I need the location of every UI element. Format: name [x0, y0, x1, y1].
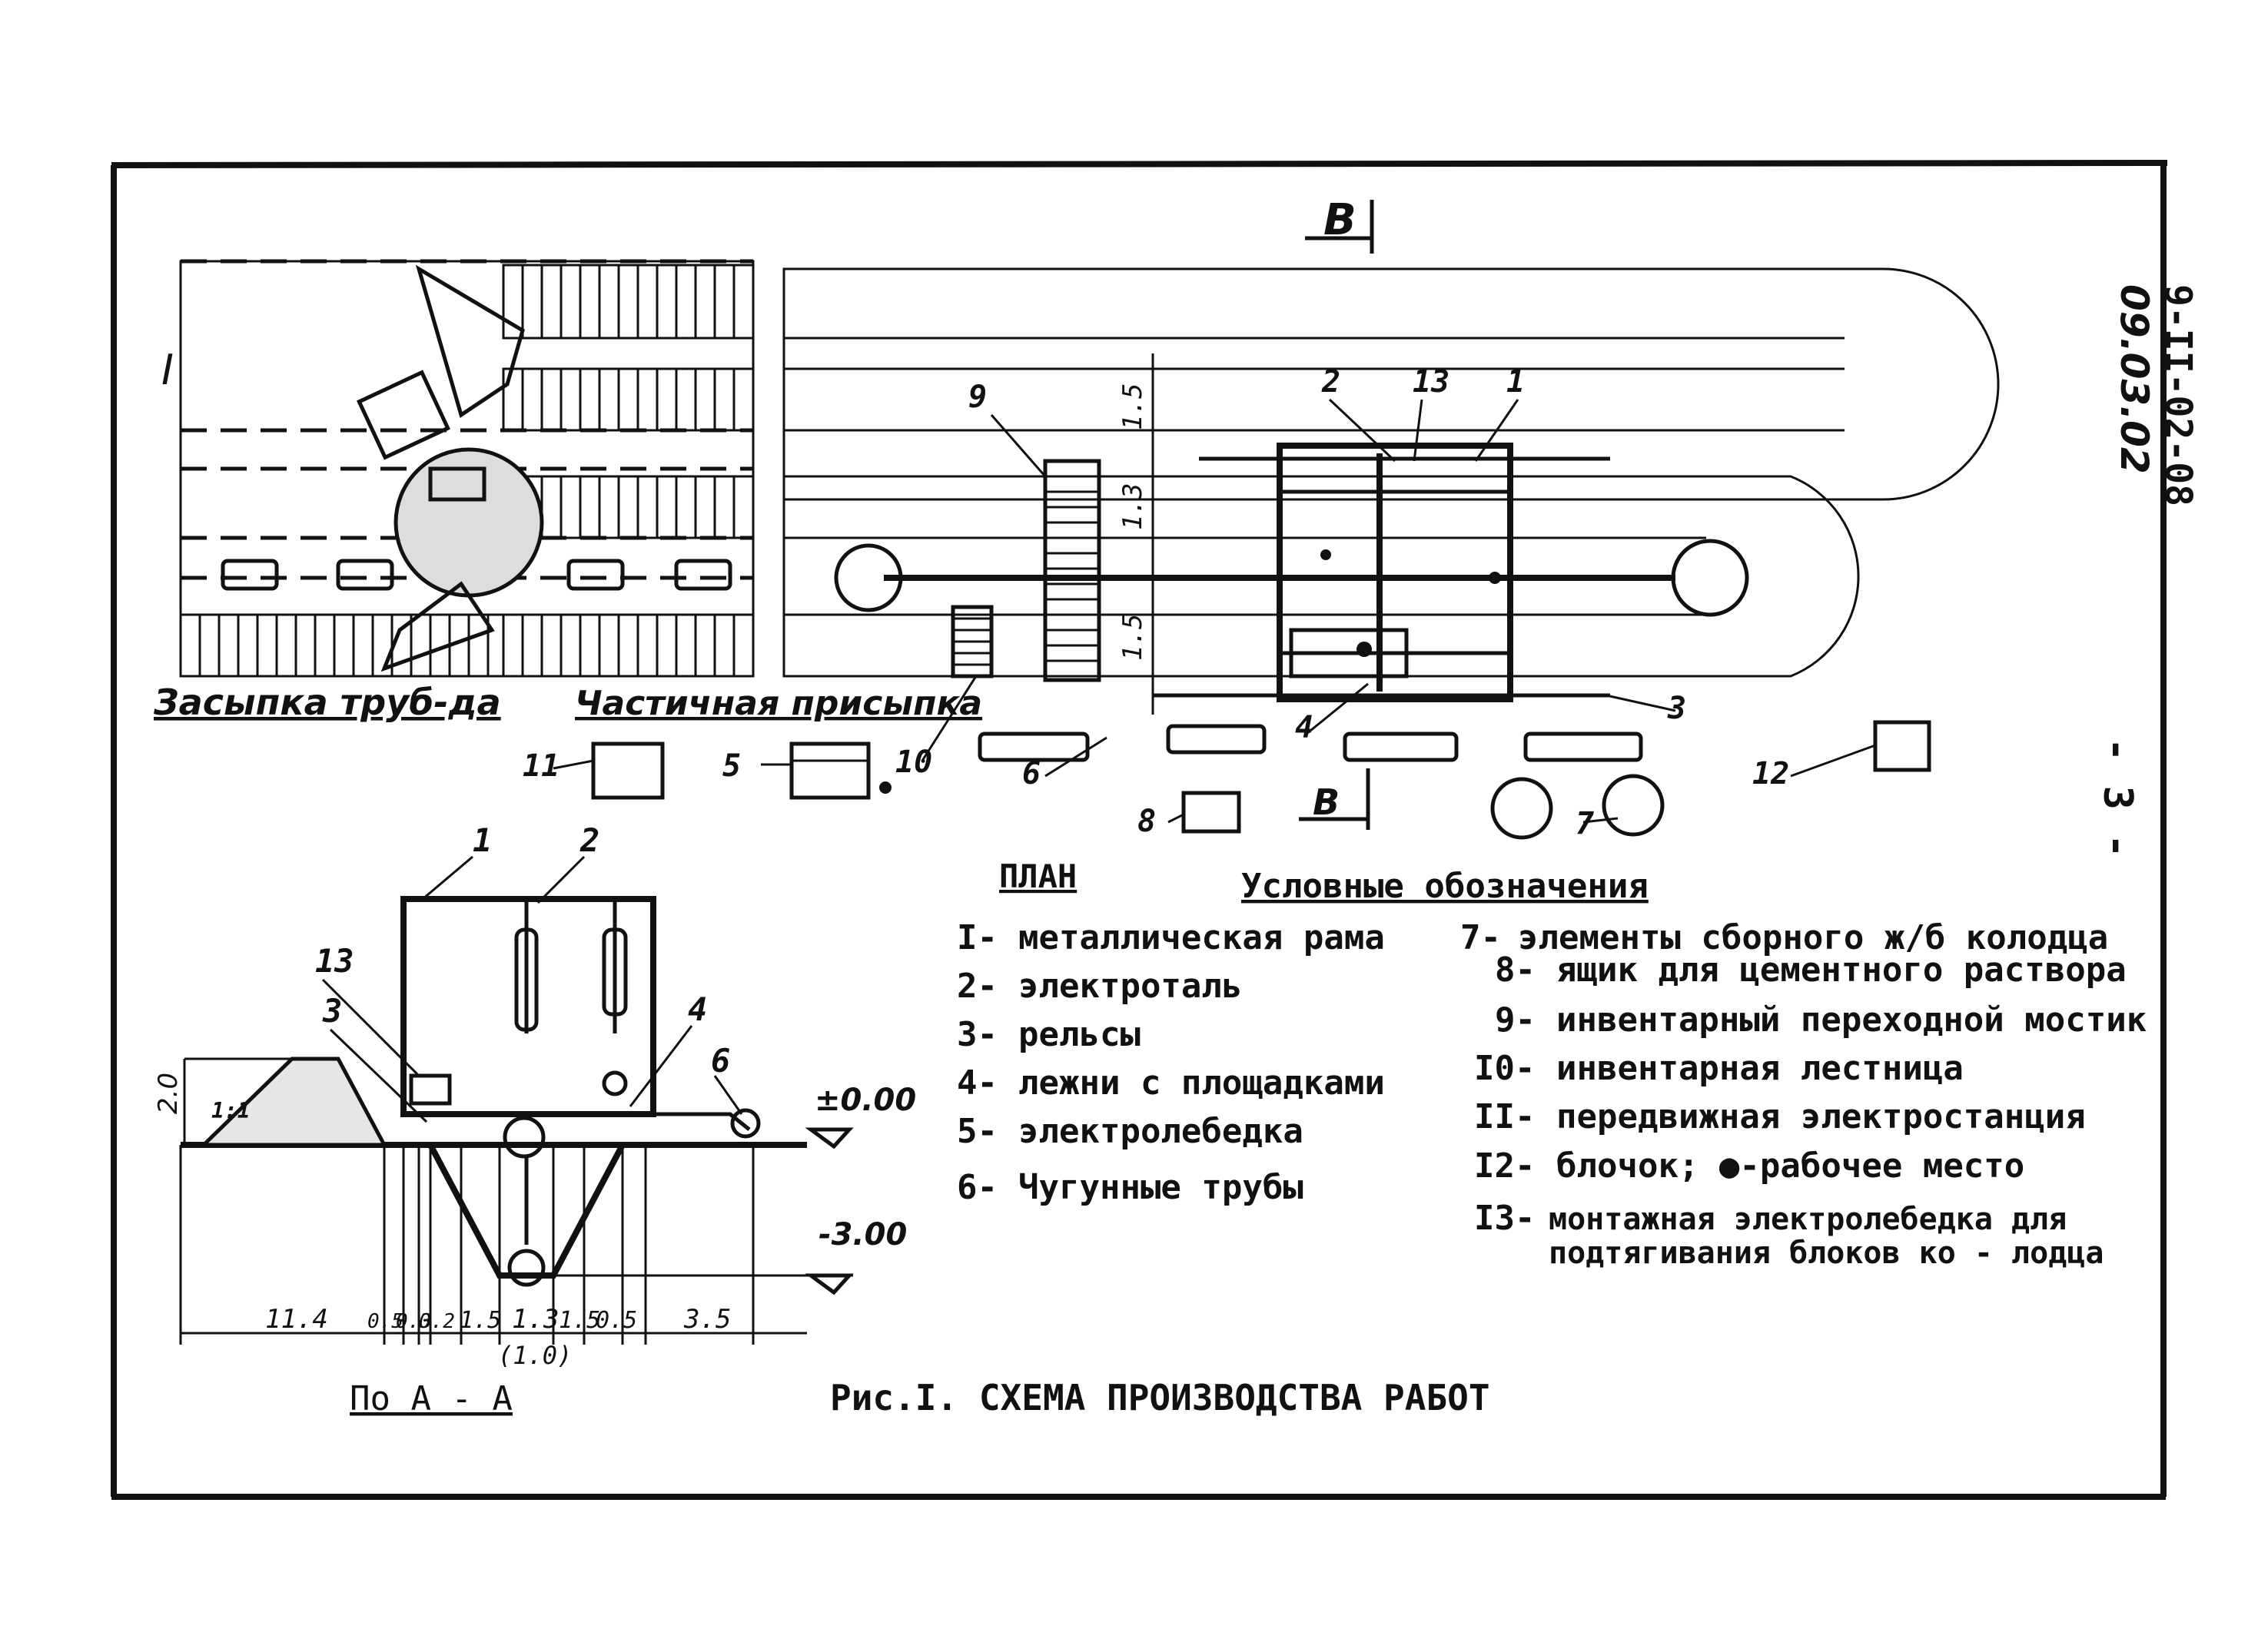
- sec-callout-6: 6: [711, 1042, 730, 1080]
- plan-dim-3: 1.5: [1117, 614, 1148, 661]
- pipes-below-plan: [978, 724, 1643, 762]
- metal-frame-icon: [1277, 443, 1513, 702]
- plan-dims: 1.5 1.3 1.5: [1117, 383, 1148, 661]
- axis-left-label: I: [161, 346, 174, 394]
- mortar-box: [1181, 791, 1241, 834]
- section-mark-bottom: В: [1313, 781, 1340, 823]
- side-code-1: 09.03.02: [2112, 284, 2157, 474]
- legend-title: Условные обозначения: [1241, 867, 1649, 906]
- legend-num-11: II-: [1474, 1097, 1535, 1136]
- page-number-block: - 3 -: [2094, 738, 2140, 858]
- width-dim-2: 0.5: [367, 1310, 403, 1333]
- height-dim: 2.0: [153, 1073, 184, 1114]
- section-callouts: 1 2 13 3 4 6 1:1: [211, 821, 730, 1123]
- legend-num-12: I2-: [1474, 1146, 1535, 1186]
- legend: Условные обозначения I- металлическая ра…: [957, 867, 2147, 1271]
- width-dim-4: 0.2: [419, 1310, 455, 1333]
- width-dim-1: 11.4: [265, 1304, 328, 1335]
- section-width-dims: 11.4 0.5 0.3 0.2 1.5 1.3 1.5 0.5 3.5 (1.…: [265, 1304, 731, 1370]
- plan-callout-5: 5: [722, 748, 741, 784]
- right-lower-strip: [782, 475, 1860, 678]
- legend-num-2: 2-: [957, 967, 998, 1006]
- workplace-dot: [879, 781, 892, 794]
- legend-num-7: 7-: [1460, 918, 1501, 957]
- plan-callout-2: 2: [1321, 364, 1340, 400]
- legend-num-6: 6-: [957, 1168, 998, 1207]
- plan-callout-8: 8: [1137, 804, 1156, 839]
- legend-text-3: рельсы: [1018, 1015, 1141, 1054]
- plan-dim-2: 1.3: [1117, 483, 1148, 530]
- legend-text-5: электролебедка: [1018, 1112, 1303, 1151]
- legend-num-9: 9-: [1495, 1000, 1536, 1040]
- legend-text-13: монтажная электролебедка для подтягивани…: [1549, 1203, 2104, 1271]
- level-top: ±0.00: [815, 1083, 916, 1118]
- label-backfill: Засыпка труб-да: [153, 682, 501, 723]
- ring-element-icon-2: [1602, 774, 1665, 837]
- winch-box: [789, 741, 871, 800]
- legend-num-3: 3-: [957, 1015, 998, 1054]
- width-dim-9: 3.5: [683, 1304, 731, 1335]
- left-pipes: [221, 559, 732, 591]
- legend-text-7: элементы сборного ж/б колодца: [1518, 918, 2108, 957]
- legend-num-13: I3-: [1474, 1199, 1535, 1238]
- legend-text-11: передвижная электростанция: [1556, 1097, 2086, 1136]
- plan-callout-13: 13: [1413, 364, 1449, 400]
- legend-num-8: 8-: [1495, 950, 1536, 990]
- figure-caption: Рис.I. СХЕМА ПРОИЗВОДСТВА РАБОТ: [830, 1377, 1490, 1418]
- plan-callout-10: 10: [895, 745, 932, 780]
- frame: [111, 160, 2168, 1500]
- legend-text-9: инвентарный переходной мостик: [1556, 1000, 2147, 1040]
- legend-text-2: электроталь: [1018, 967, 1242, 1006]
- side-code-block: 09.03.02 9-II-02-08: [2112, 284, 2200, 506]
- sec-callout-2: 2: [579, 821, 599, 859]
- legend-text-1: металлическая рама: [1018, 918, 1385, 957]
- legend-text-12: блочок; ●-рабочее место: [1556, 1146, 2024, 1186]
- page-number: - 3 -: [2094, 738, 2140, 858]
- legend-num-4: 4-: [957, 1063, 998, 1103]
- plan-view: В: [153, 195, 2000, 895]
- power-station-box: [591, 741, 665, 800]
- section-title: По А - А: [350, 1379, 513, 1418]
- pile-symbol: 1:1: [211, 1098, 251, 1123]
- width-dim-8: 0.5: [596, 1307, 637, 1334]
- legend-num-5: 5-: [957, 1112, 998, 1151]
- plan-callout-9: 9: [968, 380, 987, 415]
- width-dim-3: 0.3: [396, 1310, 432, 1333]
- side-code-2: 9-II-02-08: [2157, 284, 2200, 506]
- sec-callout-3: 3: [322, 992, 342, 1030]
- plan-callout-1: 1: [1506, 364, 1525, 400]
- legend-num-1: I-: [957, 918, 998, 957]
- sec-callout-4: 4: [688, 990, 707, 1028]
- width-dim-5: 1.5: [460, 1307, 501, 1334]
- plan-title: ПЛАН: [999, 858, 1077, 895]
- bridge-ladder-icon: [951, 459, 1101, 682]
- plan-callout-7: 7: [1576, 806, 1594, 841]
- legend-text-10: инвентарная лестница: [1556, 1049, 1964, 1088]
- plan-callout-4: 4: [1295, 710, 1313, 745]
- pulley-box: [1873, 720, 1931, 772]
- plan-dim-1: 1.5: [1117, 383, 1148, 430]
- plan-callout-12: 12: [1752, 756, 1789, 791]
- excavator-icon: [356, 264, 544, 672]
- sec-callout-1: 1: [473, 821, 492, 859]
- legend-text-4: лежни с площадками: [1018, 1063, 1385, 1103]
- sec-callout-13: 13: [315, 942, 354, 980]
- plan-callout-11: 11: [523, 748, 560, 784]
- plan-callouts: 2 13 1 9 10 4 3 5 6 8 11 12 7: [523, 364, 1789, 841]
- legend-text-13-box: монтажная электролебедка для подтягивани…: [1549, 1203, 2104, 1271]
- plan-callout-6: 6: [1022, 756, 1041, 791]
- level-bottom: -3.00: [819, 1217, 907, 1252]
- width-dim-7: 1.5: [559, 1307, 600, 1334]
- bottom-note: (1.0): [498, 1341, 572, 1370]
- section-view: ±0.00 -3.00 2.0 11.4 0.5 0.3 0.2 1.5 1.3…: [153, 821, 916, 1418]
- legend-num-10: I0-: [1474, 1049, 1535, 1088]
- width-dim-6: 1.3: [512, 1304, 559, 1335]
- ring-element-icon: [1490, 777, 1553, 840]
- legend-text-6: Чугунные трубы: [1018, 1168, 1303, 1207]
- legend-text-8: ящик для цементного раствора: [1556, 950, 2127, 990]
- label-partial-backfill: Частичная присыпка: [575, 684, 982, 723]
